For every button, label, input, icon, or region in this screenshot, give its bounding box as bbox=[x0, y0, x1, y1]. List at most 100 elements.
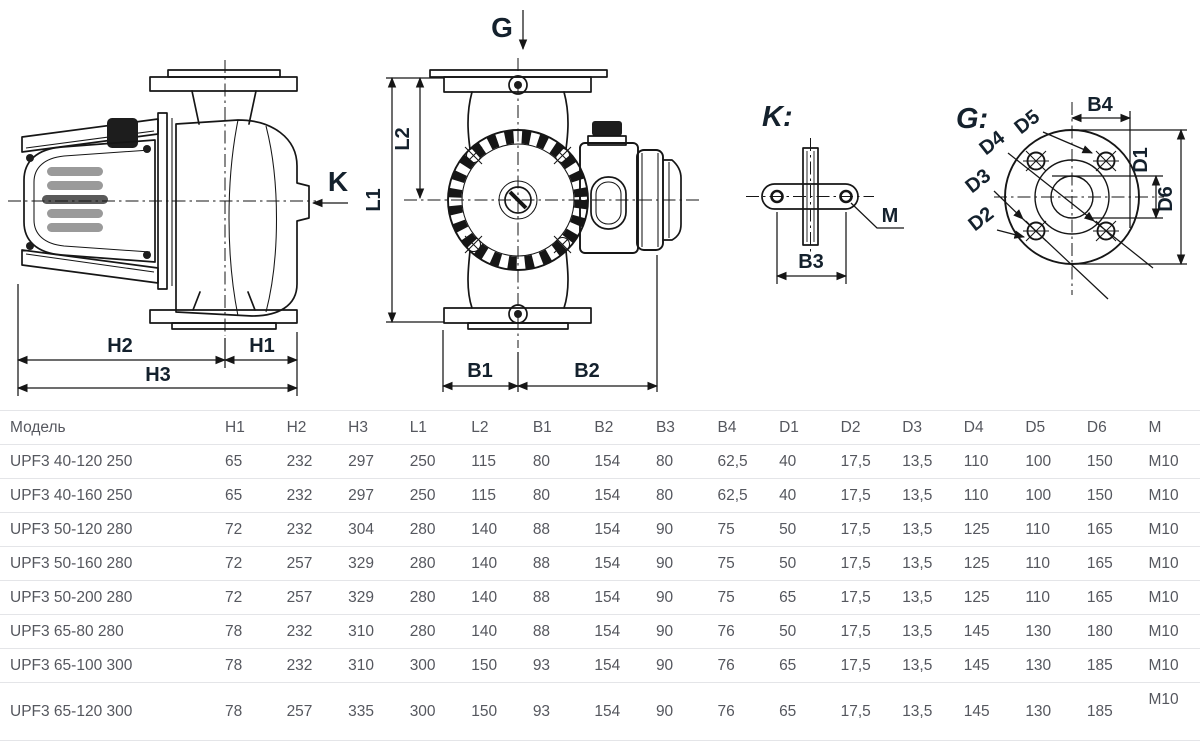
value-cell: 65 bbox=[215, 478, 277, 513]
value-cell: 145 bbox=[953, 682, 1016, 741]
value-cell: 90 bbox=[645, 580, 708, 615]
value-cell: 154 bbox=[584, 580, 646, 615]
value-cell: M10 bbox=[1138, 546, 1200, 581]
k-flange-view: K: B3 M bbox=[746, 101, 904, 284]
g-view-arrow-label: G bbox=[491, 12, 513, 43]
dim-label-h1: H1 bbox=[249, 335, 275, 357]
value-cell: 17,5 bbox=[830, 512, 893, 547]
dim-label-m: M bbox=[882, 205, 899, 227]
value-cell: M10 bbox=[1138, 614, 1200, 649]
value-cell: 100 bbox=[1015, 444, 1077, 479]
value-cell: 140 bbox=[461, 614, 523, 649]
col-header-h3: H3 bbox=[338, 410, 400, 445]
model-cell: UPF3 50-160 280 bbox=[0, 546, 215, 581]
dim-label-l1: L1 bbox=[363, 188, 385, 211]
value-cell: 329 bbox=[338, 580, 400, 615]
value-cell: 185 bbox=[1076, 648, 1139, 683]
value-cell: 250 bbox=[399, 444, 462, 479]
value-cell: 125 bbox=[953, 546, 1016, 581]
value-cell: 13,5 bbox=[892, 648, 954, 683]
value-cell: M10 bbox=[1138, 444, 1200, 479]
dim-label-l2: L2 bbox=[392, 127, 414, 150]
value-cell: 185 bbox=[1076, 682, 1139, 741]
model-cell: UPF3 65-120 300 bbox=[0, 682, 215, 741]
col-header-b2: B2 bbox=[584, 410, 646, 445]
value-cell: 280 bbox=[399, 580, 462, 615]
value-cell: 62,5 bbox=[707, 478, 770, 513]
col-header-b4: B4 bbox=[707, 410, 770, 445]
dim-label-d1: D1 bbox=[1130, 147, 1152, 173]
value-cell: 257 bbox=[276, 580, 339, 615]
col-header-h1: H1 bbox=[215, 410, 277, 445]
value-cell: 150 bbox=[1076, 478, 1139, 513]
value-cell: 140 bbox=[461, 580, 523, 615]
value-cell: 310 bbox=[338, 614, 400, 649]
value-cell: 297 bbox=[338, 444, 400, 479]
model-cell: UPF3 40-120 250 bbox=[0, 444, 215, 479]
col-header-m: M bbox=[1138, 410, 1200, 445]
value-cell: 76 bbox=[707, 648, 770, 683]
front-view-drawing: G bbox=[363, 10, 700, 392]
value-cell: 75 bbox=[707, 546, 770, 581]
value-cell: 300 bbox=[399, 682, 462, 741]
value-cell: 17,5 bbox=[830, 682, 893, 741]
value-cell: 297 bbox=[338, 478, 400, 513]
value-cell: 65 bbox=[769, 648, 831, 683]
value-cell: 150 bbox=[461, 682, 523, 741]
k-view-arrow-label: K bbox=[328, 166, 348, 197]
value-cell: 90 bbox=[645, 512, 708, 547]
model-cell: UPF3 40-160 250 bbox=[0, 478, 215, 513]
value-cell: 75 bbox=[707, 512, 770, 547]
value-cell: 80 bbox=[645, 478, 708, 513]
value-cell: 154 bbox=[584, 546, 646, 581]
value-cell: 88 bbox=[522, 546, 585, 581]
value-cell: 76 bbox=[707, 614, 770, 649]
value-cell: 165 bbox=[1076, 580, 1139, 615]
col-header-h2: H2 bbox=[276, 410, 339, 445]
dim-label-b1: B1 bbox=[467, 360, 493, 382]
cable-gland bbox=[592, 121, 622, 136]
value-cell: 145 bbox=[953, 614, 1016, 649]
value-cell: 110 bbox=[953, 478, 1016, 513]
value-cell: 232 bbox=[276, 512, 339, 547]
side-view-drawing: K H2 H1 H3 bbox=[8, 60, 348, 396]
value-cell: 310 bbox=[338, 648, 400, 683]
col-header-b1: B1 bbox=[522, 410, 585, 445]
value-cell: M10 bbox=[1138, 682, 1200, 741]
motor-clamp-block bbox=[107, 118, 138, 148]
col-header-l1: L1 bbox=[399, 410, 462, 445]
value-cell: 130 bbox=[1015, 648, 1077, 683]
value-cell: 100 bbox=[1015, 478, 1077, 513]
value-cell: 93 bbox=[522, 648, 585, 683]
value-cell: 140 bbox=[461, 512, 523, 547]
value-cell: 13,5 bbox=[892, 444, 954, 479]
dim-label-d2: D2 bbox=[964, 203, 998, 236]
value-cell: 110 bbox=[1015, 546, 1077, 581]
value-cell: 75 bbox=[707, 580, 770, 615]
value-cell: 50 bbox=[769, 546, 831, 581]
col-header-d4: D4 bbox=[953, 410, 1016, 445]
value-cell: 93 bbox=[522, 682, 585, 741]
value-cell: 154 bbox=[584, 648, 646, 683]
model-cell: UPF3 50-200 280 bbox=[0, 580, 215, 615]
value-cell: 80 bbox=[522, 444, 585, 479]
dim-label-d6: D6 bbox=[1155, 186, 1177, 212]
value-cell: 13,5 bbox=[892, 478, 954, 513]
col-header-d2: D2 bbox=[830, 410, 893, 445]
value-cell: 17,5 bbox=[830, 614, 893, 649]
value-cell: 90 bbox=[645, 614, 708, 649]
value-cell: 165 bbox=[1076, 512, 1139, 547]
value-cell: 50 bbox=[769, 512, 831, 547]
